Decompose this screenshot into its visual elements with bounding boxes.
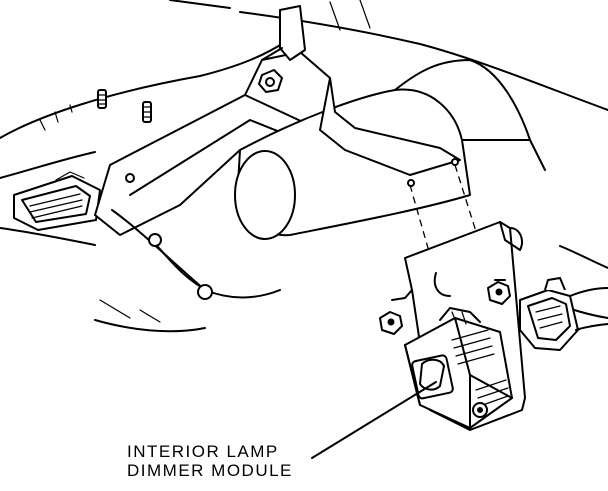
upper-mount-bracket xyxy=(244,5,461,176)
dash-studs xyxy=(97,89,152,123)
callout-leader-line xyxy=(311,381,437,459)
dimmer-module xyxy=(404,307,513,429)
steering-column-bracket xyxy=(94,94,321,300)
mounting-nut-left xyxy=(379,311,403,335)
electrical-connector xyxy=(519,277,608,351)
steering-column xyxy=(234,59,546,240)
callout-label-line1: INTERIOR LAMP xyxy=(127,442,279,461)
mounting-nut-right xyxy=(487,281,511,305)
dash-vent xyxy=(13,171,101,231)
callout-label-line2: DIMMER MODULE xyxy=(127,461,293,480)
